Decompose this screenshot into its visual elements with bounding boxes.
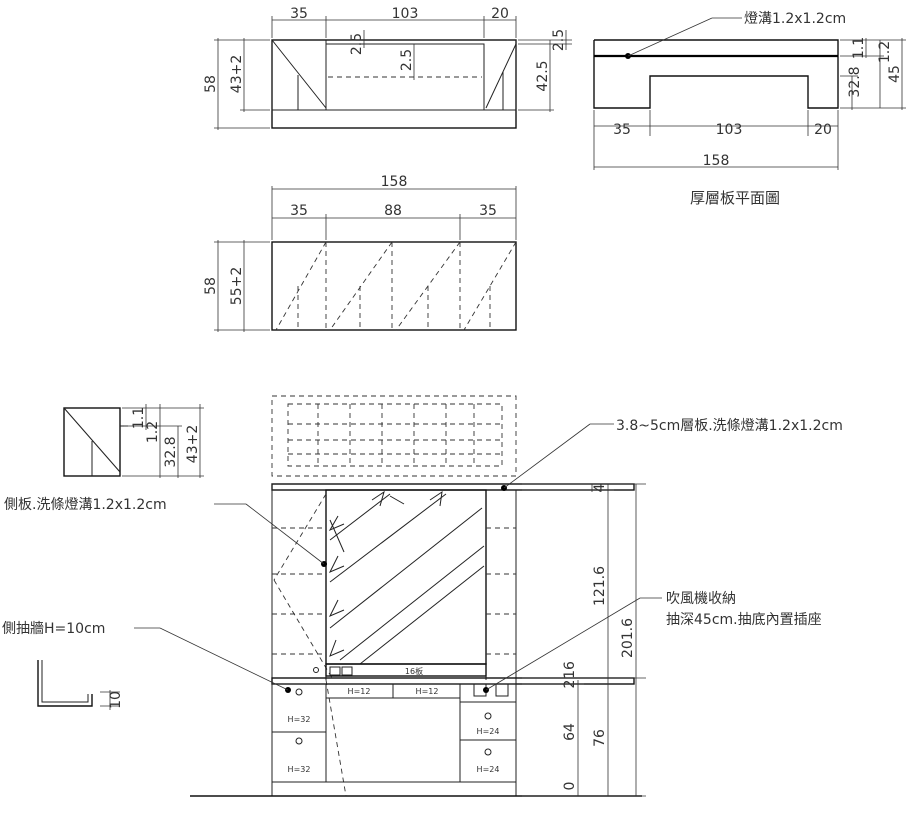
dim-2-5: 2.5 xyxy=(349,33,365,55)
shelf-note: 3.8~5cm層板.洗條燈溝1.2x1.2cm xyxy=(616,418,843,434)
drawer-profile-detail: 10 xyxy=(37,660,124,710)
side-panel-note: 側板.洗條燈溝1.2x1.2cm xyxy=(4,497,167,513)
side-drawer-note: 側抽牆H=10cm xyxy=(2,621,105,637)
top-view: 158 35 88 35 58 55+2 xyxy=(203,174,517,332)
plan-dim-45: 45 xyxy=(887,65,903,83)
elev-dim-0: 0 xyxy=(562,782,578,791)
top-dim-58: 58 xyxy=(203,277,219,295)
drawer-h24: H=24 xyxy=(477,727,500,736)
main-elevation: 16板 H=12 H=12 H=32 H=32 H=24 H=24 xyxy=(134,395,662,797)
dim-42-5: 42.5 xyxy=(535,60,551,91)
side-panel-section: 1.1 1.2 32.8 43+2 xyxy=(63,404,204,478)
plan-dim-1-2: 1.2 xyxy=(877,41,893,63)
top-dim-35: 35 xyxy=(290,203,308,219)
drawer-h24: H=24 xyxy=(477,765,500,774)
drawer-h12: H=12 xyxy=(348,687,371,696)
plan-dim-158: 158 xyxy=(703,153,730,169)
top-dim-158: 158 xyxy=(381,174,408,190)
plan-dim-35: 35 xyxy=(613,122,631,138)
dim-2-5: 2.5 xyxy=(551,29,567,51)
groove-label: 燈溝1.2x1.2cm xyxy=(744,11,846,27)
elev-dim-76: 76 xyxy=(592,729,608,747)
side-dim-1-2: 1.2 xyxy=(145,421,161,443)
dim-103: 103 xyxy=(392,6,419,22)
dim-20: 20 xyxy=(491,6,509,22)
shelf-section-view: 35 103 20 2.5 2.5 2.5 58 43+2 42.5 xyxy=(203,6,572,130)
plan-dim-20: 20 xyxy=(814,122,832,138)
plan-dim-103: 103 xyxy=(716,122,743,138)
plan-dim-32-8: 32.8 xyxy=(847,66,863,97)
dim-58: 58 xyxy=(203,75,219,93)
elev-dim-121-6: 121.6 xyxy=(592,566,608,606)
elev-dim-201-6: 201.6 xyxy=(620,618,636,658)
plan-dim-1-1: 1.1 xyxy=(851,37,867,59)
dim-35: 35 xyxy=(290,6,308,22)
top-dim-55-2: 55+2 xyxy=(229,267,245,305)
dim-43-2: 43+2 xyxy=(229,55,245,93)
dryer-note-line1: 吹風機收納 xyxy=(666,591,736,607)
elev-dim-64: 64 xyxy=(562,723,578,741)
side-dim-1-1: 1.1 xyxy=(131,407,147,429)
elev-dim-16: 16 xyxy=(562,661,578,679)
drawer-h12: H=12 xyxy=(416,687,439,696)
elev-dim-2: 2 xyxy=(562,680,578,689)
dim-2-5: 2.5 xyxy=(399,49,415,71)
elev-dim-4: 4 xyxy=(592,483,608,492)
dryer-note-line2: 抽深45cm.抽底內置插座 xyxy=(666,612,822,628)
side-dim-32-8: 32.8 xyxy=(163,436,179,467)
detail-dim-10: 10 xyxy=(108,691,124,709)
panel-tag: 16板 xyxy=(405,666,423,676)
top-dim-88: 88 xyxy=(384,203,402,219)
plan-title: 厚層板平面圖 xyxy=(690,189,780,207)
drawer-h32: H=32 xyxy=(288,715,311,724)
top-dim-35: 35 xyxy=(479,203,497,219)
thick-shelf-plan-view: 燈溝1.2x1.2cm 35 103 20 158 1.1 1.2 32.8 4… xyxy=(593,11,906,207)
side-dim-43-2: 43+2 xyxy=(185,425,201,463)
drawer-h32: H=32 xyxy=(288,765,311,774)
